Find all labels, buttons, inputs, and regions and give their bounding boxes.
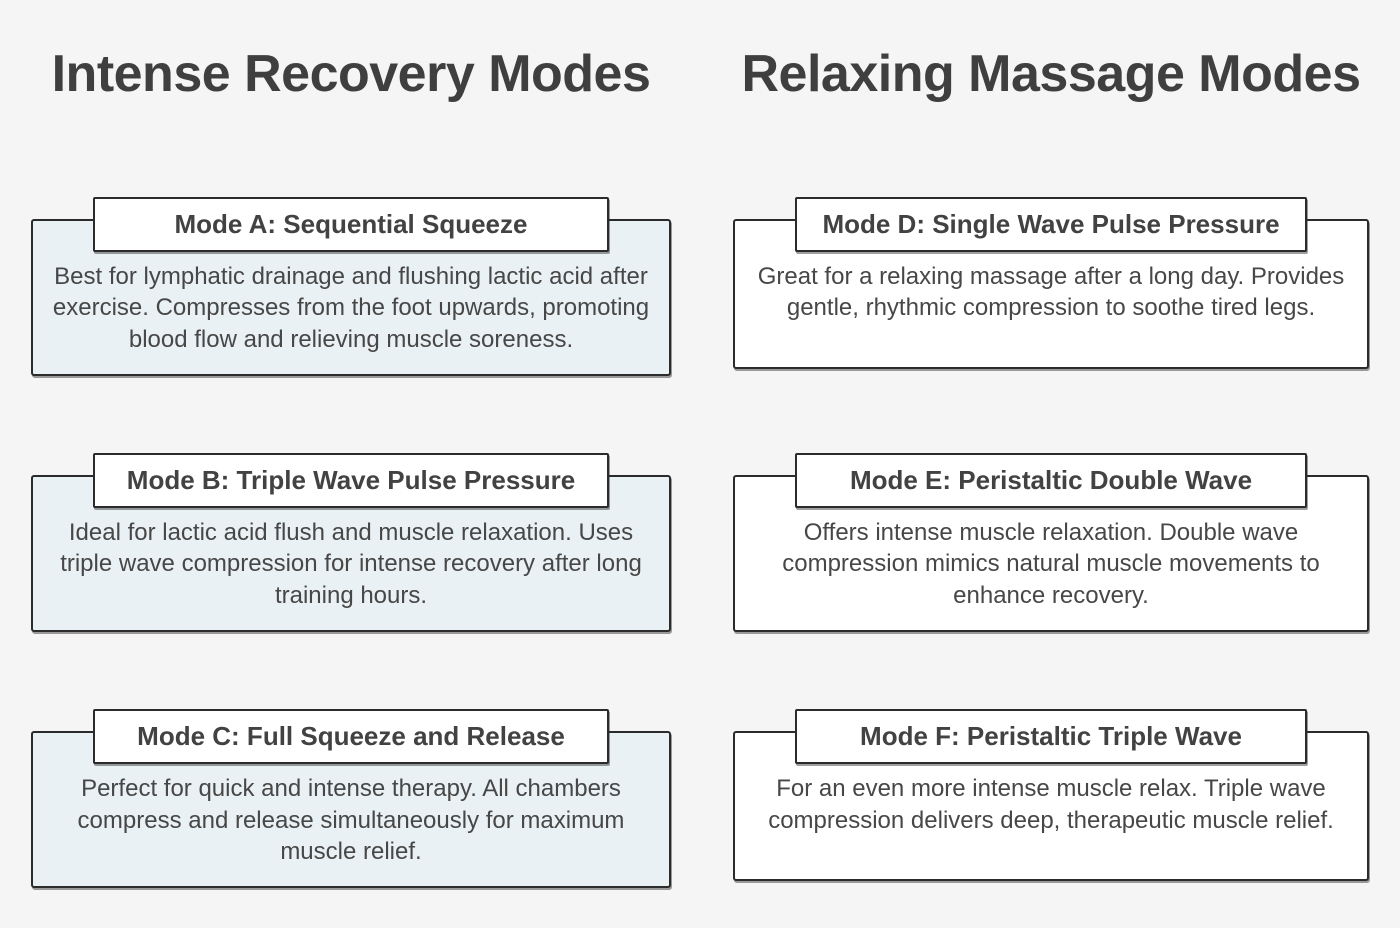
mode-b-title: Mode B: Triple Wave Pulse Pressure bbox=[93, 452, 609, 508]
mode-e-card: Mode E: Peristaltic Double Wave Offers i… bbox=[733, 452, 1369, 632]
mode-b-card: Mode B: Triple Wave Pulse Pressure Ideal… bbox=[31, 452, 671, 632]
mode-c-card: Mode C: Full Squeeze and Release Perfect… bbox=[31, 708, 671, 888]
mode-e-title: Mode E: Peristaltic Double Wave bbox=[795, 452, 1307, 508]
mode-f-title: Mode F: Peristaltic Triple Wave bbox=[795, 708, 1307, 764]
column-title-relaxing-massage: Relaxing Massage Modes bbox=[741, 45, 1362, 103]
mode-a-title: Mode A: Sequential Squeeze bbox=[93, 196, 609, 252]
mode-a-card: Mode A: Sequential Squeeze Best for lymp… bbox=[31, 196, 671, 376]
mode-d-card: Mode D: Single Wave Pulse Pressure Great… bbox=[733, 196, 1369, 369]
mode-f-card: Mode F: Peristaltic Triple Wave For an e… bbox=[733, 708, 1369, 881]
mode-c-title: Mode C: Full Squeeze and Release bbox=[93, 708, 609, 764]
mode-d-title: Mode D: Single Wave Pulse Pressure bbox=[795, 196, 1307, 252]
column-title-intense-recovery: Intense Recovery Modes bbox=[51, 45, 651, 103]
